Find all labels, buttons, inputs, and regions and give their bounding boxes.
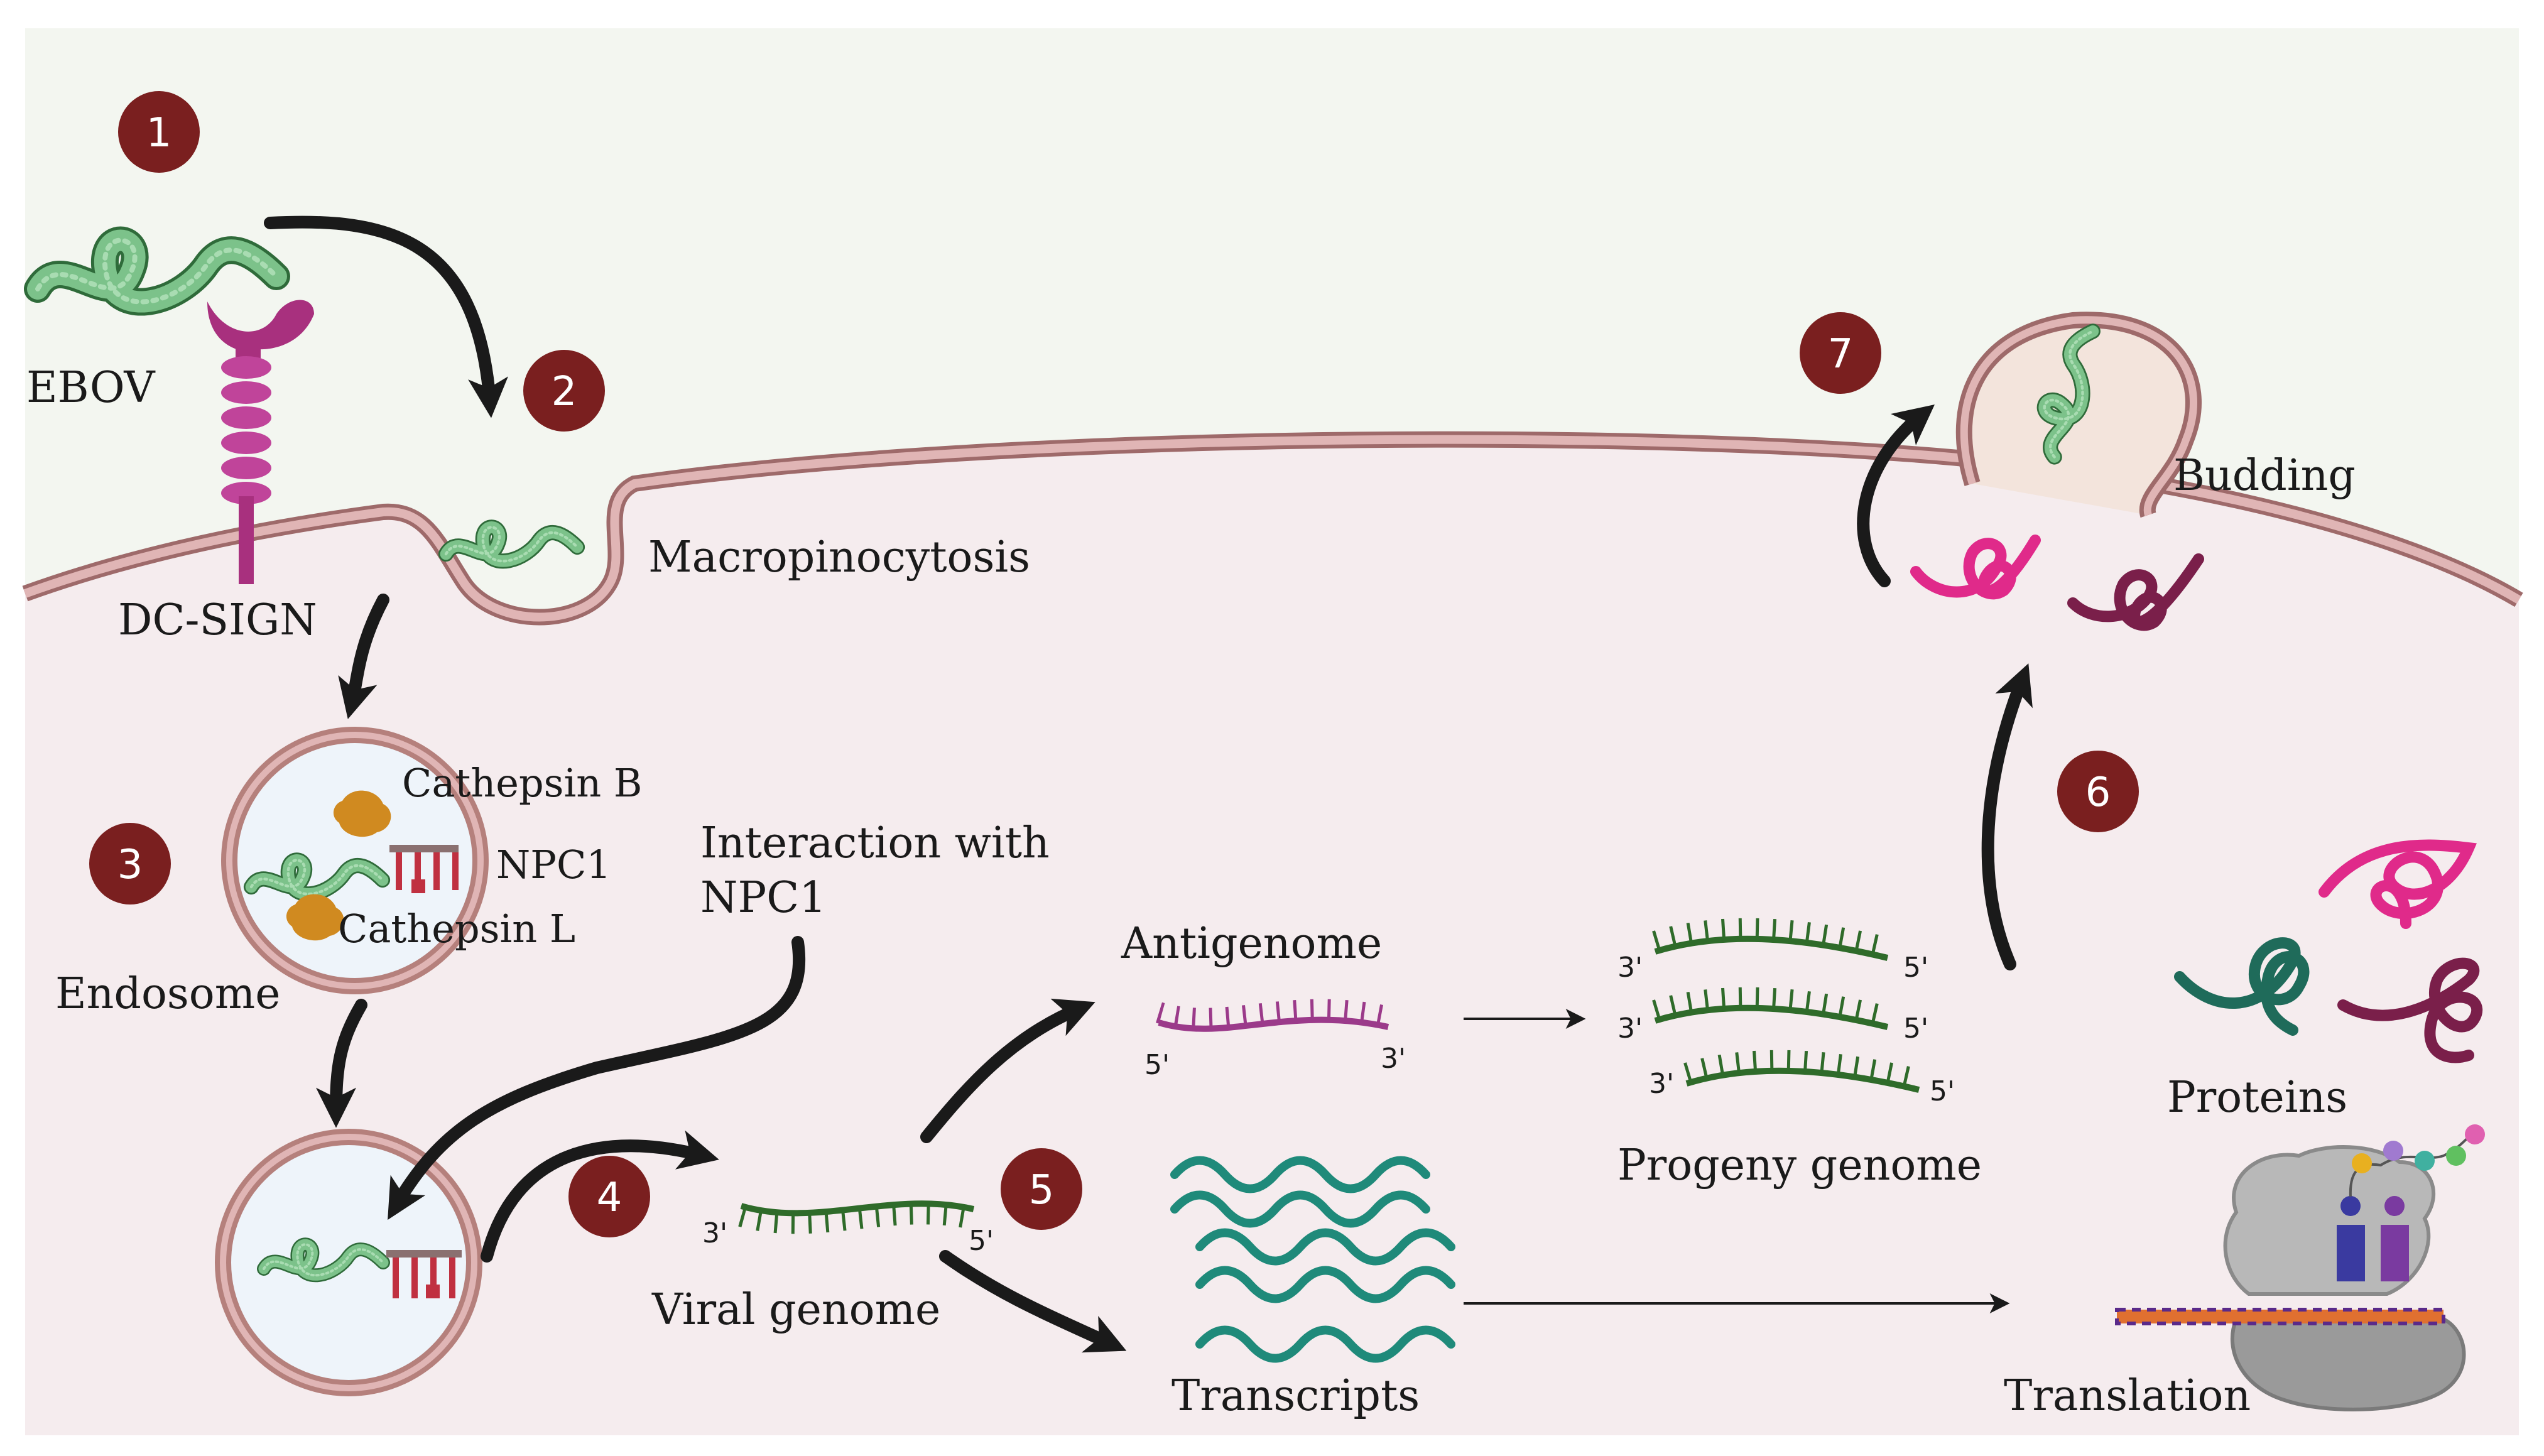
progeny-3prime-2: 3' <box>1617 1013 1643 1045</box>
step-2-badge: 2 <box>523 350 605 432</box>
cathepsin-b-icon <box>333 790 391 837</box>
viral-genome-strand <box>738 1200 976 1234</box>
npc1-icon <box>389 845 459 893</box>
budding-protein-pink-icon <box>1910 535 2041 600</box>
proteins-label: Proteins <box>2167 1073 2347 1122</box>
trna-left-icon <box>2337 1225 2365 1281</box>
arrow-to-proteins-6 <box>1981 663 2033 970</box>
step-6-badge: 6 <box>2057 751 2139 832</box>
macropinocytosis-label: Macropinocytosis <box>648 533 1030 582</box>
progeny-5prime-1: 5' <box>1903 952 1928 984</box>
svg-text:6: 6 <box>2085 769 2111 816</box>
viral-genome-label: Viral genome <box>651 1285 940 1335</box>
translation-label: Translation <box>2004 1371 2251 1421</box>
arrow-release-genome <box>481 1130 719 1263</box>
protein-coils <box>1910 535 2482 1063</box>
npc1-label: NPC1 <box>496 842 611 888</box>
ebov-label: EBOV <box>26 363 156 413</box>
transcripts-icon <box>1170 1156 1455 1363</box>
transcripts-label: Transcripts <box>1171 1371 1420 1421</box>
step-7-badge: 7 <box>1800 312 1881 394</box>
cathepsin-l-label: Cathepsin L <box>338 906 575 952</box>
interaction-label-line2: NPC1 <box>700 873 827 923</box>
protein-pink-icon <box>2318 839 2477 929</box>
progeny-genome-strands <box>1652 918 1922 1093</box>
protein-teal-icon <box>2174 937 2310 1036</box>
antigenome-strand <box>1156 999 1391 1032</box>
viral-genome-5prime: 5' <box>969 1225 994 1257</box>
step-3-badge: 3 <box>89 823 171 905</box>
dc-sign-receptor <box>207 300 314 584</box>
svg-text:5: 5 <box>1029 1167 1055 1214</box>
svg-text:3: 3 <box>117 842 143 888</box>
svg-text:4: 4 <box>597 1175 622 1221</box>
progeny-3prime-3: 3' <box>1649 1068 1674 1100</box>
antigenome-label: Antigenome <box>1121 919 1382 969</box>
arrow-to-budding-7 <box>1857 404 1935 587</box>
protein-wine-icon <box>2337 957 2482 1063</box>
trna-right-icon <box>2381 1225 2409 1281</box>
arrow-npc1-interaction <box>388 936 806 1220</box>
arrow-endosome-to-endosome <box>316 999 367 1128</box>
ribosome-icon <box>2115 1124 2485 1411</box>
viral-genome-3prime: 3' <box>702 1217 727 1249</box>
progeny-genome-label: Progeny genome <box>1617 1141 1982 1190</box>
progeny-5prime-2: 5' <box>1903 1013 1928 1045</box>
budding-label: Budding <box>2173 451 2356 501</box>
antigenome-3prime: 3' <box>1381 1043 1406 1075</box>
svg-text:7: 7 <box>1828 331 1854 378</box>
flow-arrows <box>264 215 2033 1353</box>
svg-text:1: 1 <box>146 110 172 156</box>
budding-vesicle <box>1955 312 2202 518</box>
step-5-badge: 5 <box>1001 1148 1082 1230</box>
cathepsin-b-label: Cathepsin B <box>402 760 642 806</box>
arrow-to-endosome <box>338 594 389 719</box>
progeny-5prime-3: 5' <box>1930 1075 1955 1107</box>
npc1-bound-icon <box>386 1250 462 1298</box>
interaction-label-line1: Interaction with <box>700 818 1050 868</box>
arrow-to-transcripts <box>939 1250 1127 1353</box>
svg-text:2: 2 <box>552 369 577 415</box>
arrow-to-antigenome <box>920 998 1095 1143</box>
budding-protein-wine-icon <box>2067 553 2204 631</box>
step-badges: 1 2 3 4 5 6 7 <box>89 91 2139 1237</box>
step-1-badge: 1 <box>118 91 200 173</box>
antigenome-5prime: 5' <box>1144 1049 1170 1081</box>
endosome-label: Endosome <box>55 969 280 1019</box>
endosome-lower <box>215 1129 482 1396</box>
dc-sign-label: DC-SIGN <box>118 595 317 645</box>
step-4-badge: 4 <box>568 1156 650 1237</box>
progeny-3prime-1: 3' <box>1617 952 1643 984</box>
arrow-entry-to-macropinocytosis <box>264 215 508 418</box>
endosome-upper <box>221 727 489 994</box>
thin-arrows <box>1464 1009 2010 1313</box>
cathepsin-l-icon <box>286 894 344 941</box>
